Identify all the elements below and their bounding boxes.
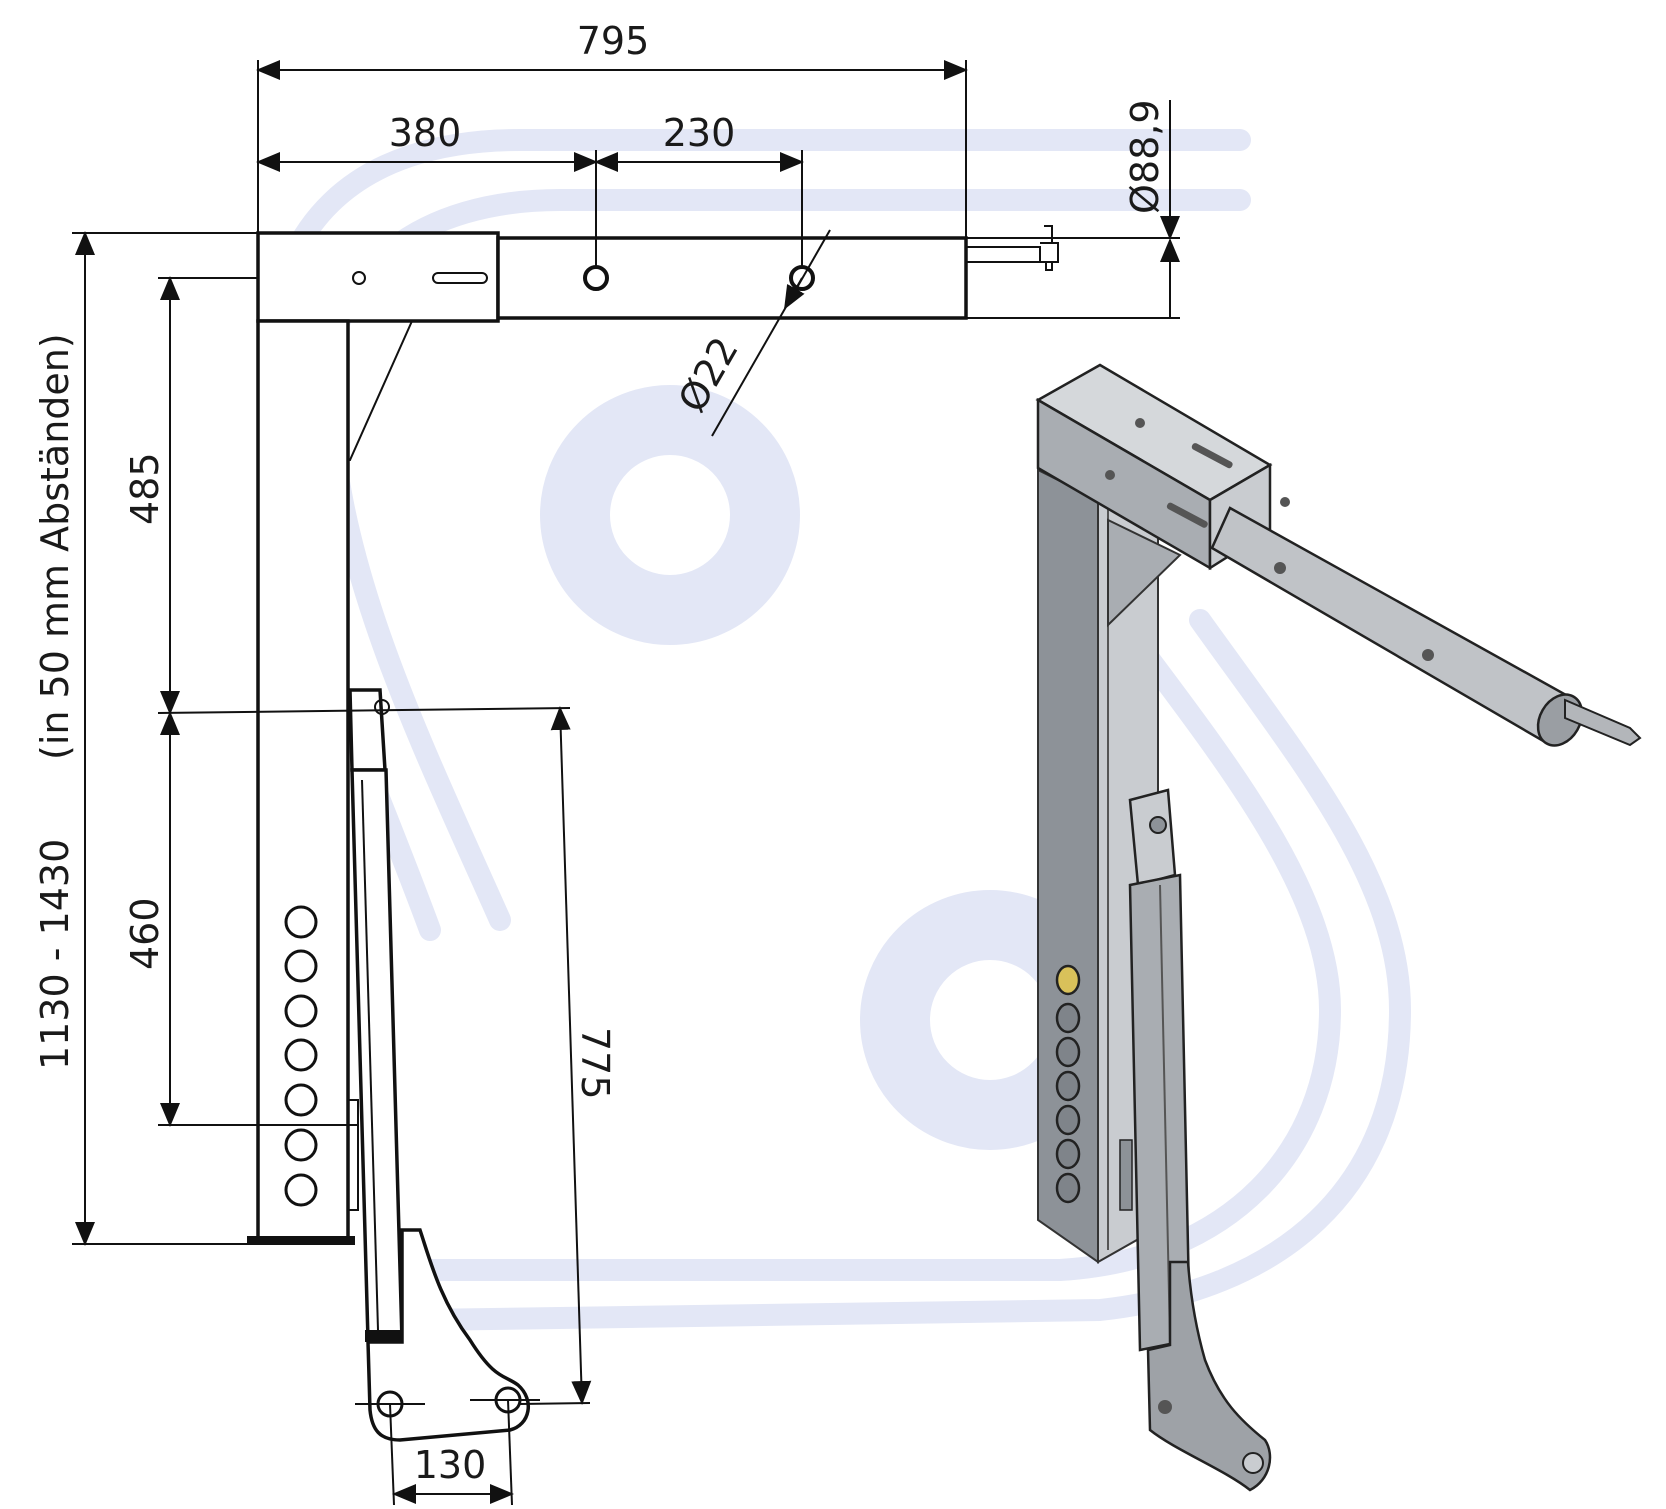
dim-230: 230 (663, 111, 736, 155)
foot-plate (366, 1228, 530, 1442)
post-lock (347, 1099, 359, 1211)
dim-380: 380 (389, 111, 462, 155)
leg-top-pin (374, 699, 390, 715)
iso-hole (1055, 1036, 1081, 1068)
post-hole (284, 949, 318, 983)
post-base (247, 1236, 355, 1244)
arm-tube (496, 236, 968, 320)
iso-hole (1055, 1138, 1081, 1170)
dim-485: 485 (123, 452, 167, 525)
post-holes (284, 905, 318, 1207)
dim-775: 775 (573, 1027, 617, 1100)
leg-clamp (365, 1330, 405, 1342)
post-hole (284, 1083, 318, 1117)
arm-sleeve (256, 231, 500, 323)
post-hole (284, 1038, 318, 1072)
dim-hole-leader (711, 229, 831, 437)
dim-total-height: 1130 - 1430 (33, 839, 77, 1070)
post-hole (284, 994, 318, 1028)
post-hole (284, 1173, 318, 1207)
dim-775-line (550, 706, 592, 1405)
leg-upper (348, 688, 387, 772)
post-hole (284, 905, 318, 939)
dim-130: 130 (414, 1443, 487, 1487)
iso-hole (1055, 1002, 1081, 1034)
arm-slot (432, 272, 488, 284)
iso-hole (1055, 1104, 1081, 1136)
gusset (348, 320, 414, 461)
iso-hole (1055, 1172, 1081, 1204)
isometric-view (1035, 363, 1642, 1492)
iso-leg-upper (1128, 788, 1177, 887)
iso-hole (1055, 1070, 1081, 1102)
dim-795: 795 (577, 19, 650, 63)
dim-tube-diameter: Ø88,9 (1123, 99, 1167, 214)
dim-height-note: (in 50 mm Abständen) (33, 333, 77, 760)
vertical-post (256, 319, 350, 1243)
iso-foot (1146, 1260, 1272, 1492)
dim-460: 460 (123, 897, 167, 970)
post-hole (284, 1128, 318, 1162)
iso-pin (1564, 698, 1642, 747)
side-view-drawing (247, 225, 1059, 1442)
iso-post-holes (1055, 964, 1081, 1204)
iso-gusset (1107, 518, 1182, 628)
arm-pin (966, 225, 1059, 271)
leg-inner (361, 779, 379, 1331)
arm-small-hole (352, 271, 366, 285)
arm-hole-1 (583, 265, 609, 291)
iso-hole-yellow (1055, 964, 1081, 996)
